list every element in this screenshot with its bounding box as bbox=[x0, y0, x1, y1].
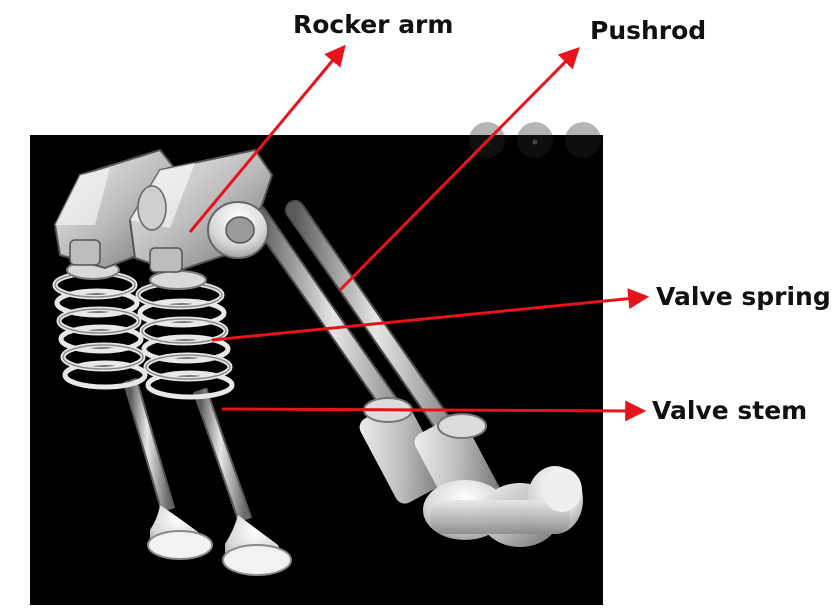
pointer-arrows bbox=[188, 44, 650, 422]
pushrod-pointer bbox=[338, 47, 580, 292]
valve-stems bbox=[122, 377, 253, 523]
valve-springs bbox=[52, 270, 235, 400]
valve-spring-label: Valve spring bbox=[656, 282, 831, 311]
camshaft bbox=[423, 466, 583, 547]
valve-stem-pointer bbox=[221, 400, 647, 422]
valve-heads bbox=[147, 505, 292, 576]
valve-spring-pointer bbox=[211, 288, 650, 342]
chevron-icon bbox=[565, 122, 601, 158]
valve-stem-label: Valve stem bbox=[652, 396, 808, 425]
rocker-arms bbox=[53, 148, 274, 274]
rocker-arm-pointer bbox=[188, 44, 346, 233]
rocker-arm-label: Rocker arm bbox=[293, 10, 454, 39]
pushrod-label: Pushrod bbox=[590, 16, 707, 45]
dot-icon bbox=[517, 122, 553, 158]
